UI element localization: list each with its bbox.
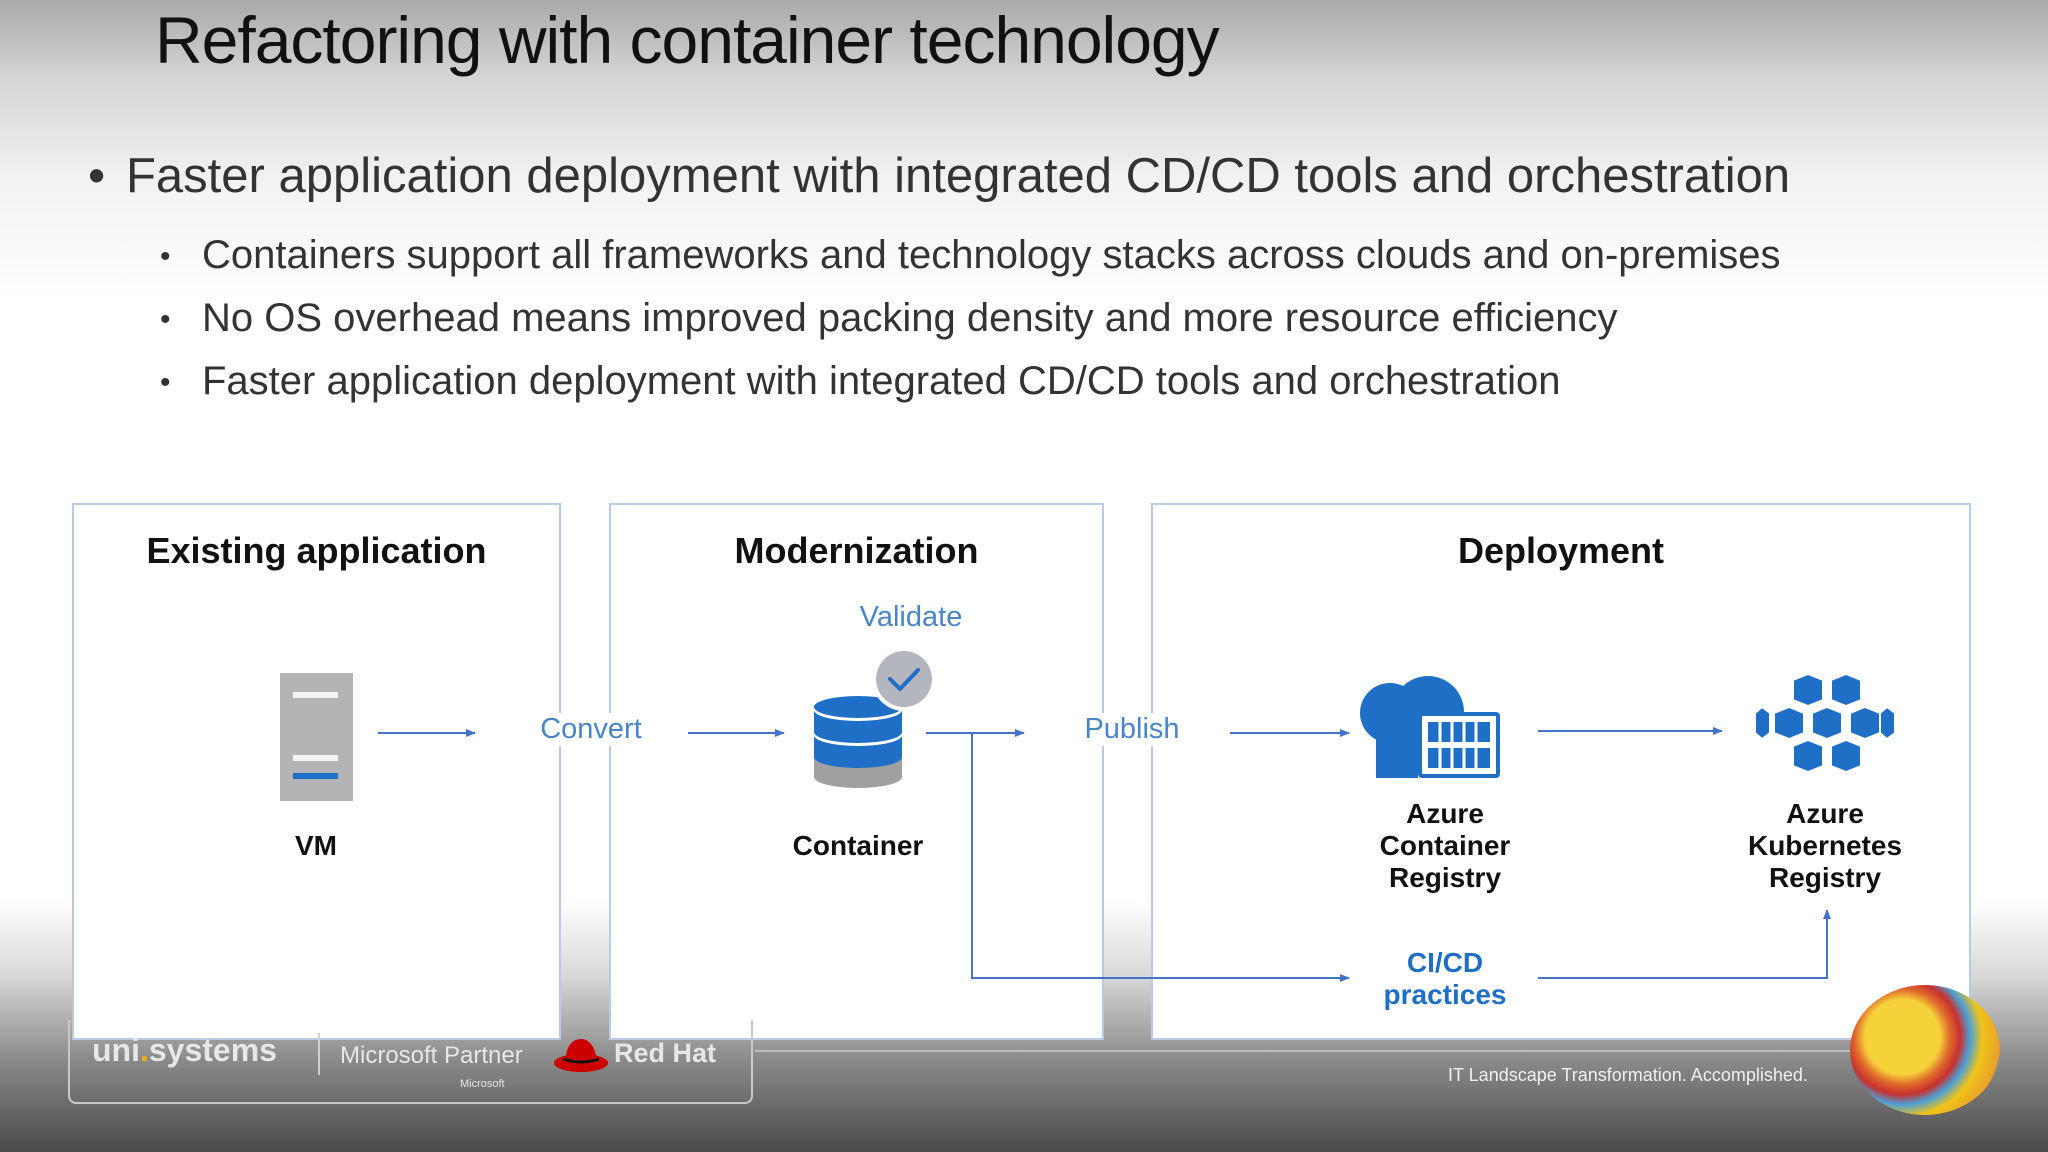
aks-label-line: Registry [1768, 862, 1882, 893]
footer-rule [755, 1050, 1905, 1052]
node-label-container: Container [792, 830, 924, 861]
node-label-acr: Azure Container Registry [1350, 798, 1540, 894]
microsoft-partner-logo: Microsoft Partner [340, 1042, 523, 1069]
panel-existing-application [72, 503, 561, 1040]
panel-modernization [609, 503, 1104, 1040]
acr-label-line: Registry [1388, 862, 1502, 893]
bullet-dot: • [88, 149, 106, 203]
footer-divider [318, 1033, 320, 1075]
sub-bullet-text: No OS overhead means improved packing de… [202, 296, 1618, 340]
acr-label-line: Container [1379, 830, 1511, 861]
step-convert: Convert [528, 713, 654, 746]
node-label-aks: Azure Kubernetes Registry [1730, 798, 1920, 894]
cicd-label-line: CI/CD [1406, 947, 1484, 978]
step-validate: Validate [842, 601, 980, 634]
acr-label-line: Azure [1406, 798, 1484, 829]
bullet-dot: • [160, 303, 171, 337]
sub-bullet: • Containers support all frameworks and t… [160, 233, 1781, 278]
unisystems-logo: uni.systems [92, 1032, 277, 1068]
redhat-hat-icon [553, 1033, 609, 1080]
aks-label-line: Azure [1786, 798, 1864, 829]
brand-swirl-icon [1850, 985, 2000, 1115]
unisystems-logo-right: systems [148, 1032, 277, 1068]
node-label-vm: VM [295, 830, 337, 861]
node-label-cicd: CI/CD practices [1360, 947, 1530, 1011]
panel-deployment [1151, 503, 1971, 1040]
footer-logo-frame [68, 1020, 753, 1104]
panel-title-deployment: Deployment [1457, 530, 1665, 571]
main-bullet: • Faster application deployment with inte… [88, 148, 1790, 204]
bullet-dot: • [160, 240, 171, 274]
sub-bullet: • No OS overhead means improved packing d… [160, 296, 1618, 341]
bullet-dot: • [160, 366, 171, 400]
cicd-label-line: practices [1383, 979, 1507, 1010]
footer-tagline: IT Landscape Transformation. Accomplishe… [1448, 1065, 1808, 1085]
slide-title: Refactoring with container technology [155, 3, 1220, 77]
sub-bullet-text: Containers support all frameworks and te… [202, 233, 1781, 277]
sub-bullet: • Faster application deployment with inte… [160, 359, 1560, 404]
panel-title-modernization: Modernization [734, 530, 979, 571]
main-bullet-text: Faster application deployment with integ… [126, 149, 1791, 203]
aks-label-line: Kubernetes [1747, 830, 1903, 861]
sub-bullet-text: Faster application deployment with integ… [202, 359, 1561, 403]
step-publish: Publish [1070, 713, 1194, 746]
redhat-logo: Red Hat [614, 1038, 717, 1068]
microsoft-logo: Microsoft [460, 1078, 505, 1090]
panel-title-existing: Existing application [146, 530, 487, 571]
unisystems-logo-left: uni [92, 1032, 140, 1068]
